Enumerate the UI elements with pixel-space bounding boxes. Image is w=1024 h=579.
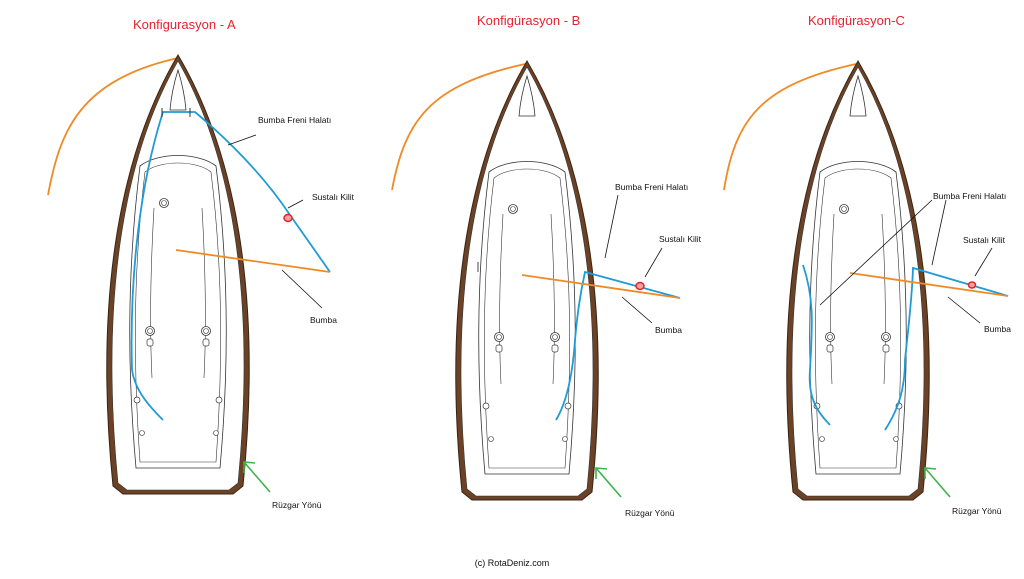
- config-a-lock-marker: [283, 213, 293, 223]
- config-c-wind-arrow: [924, 467, 951, 498]
- config-b-lock-marker: [635, 281, 645, 291]
- config-c-preventer-right: [884, 266, 1009, 431]
- config-a-sheet-line: [47, 57, 179, 196]
- config-c-lock-label: Sustalı Kilit: [963, 235, 1006, 245]
- config-c-boom-line: [849, 272, 1009, 297]
- config-b-diagram: [391, 60, 681, 501]
- config-b-lock-label: Sustalı Kilit: [659, 234, 702, 244]
- config-a-wind-label: Rüzgar Yönü: [272, 500, 322, 510]
- config-a-diagram: [47, 54, 331, 495]
- config-a-boom-label: Bumba: [310, 315, 337, 325]
- config-b-boat: [455, 60, 599, 501]
- config-c-lock-marker: [967, 281, 977, 289]
- config-c-boom-label: Bumba: [984, 324, 1011, 334]
- config-a-lock-label: Sustalı Kilit: [312, 192, 355, 202]
- config-c-preventer-label: Bumba Freni Halatı: [933, 191, 1007, 201]
- config-b-sheet-line: [391, 63, 526, 191]
- config-c-diagram: [723, 60, 1009, 501]
- config-a-preventer-line: [130, 111, 331, 421]
- config-a-boat: [106, 54, 250, 495]
- config-b-wind-arrow: [595, 467, 622, 498]
- config-a-wind-arrow: [243, 461, 271, 493]
- config-b-preventer-line: [555, 270, 681, 421]
- config-b-wind-label: Rüzgar Yönü: [625, 508, 675, 518]
- config-b-boom-line: [521, 274, 681, 299]
- config-c-preventer-left: [802, 264, 831, 426]
- config-b-title: Konfigürasyon - B: [477, 13, 581, 28]
- config-b-boom-label: Bumba: [655, 325, 682, 335]
- config-a-boom-line: [175, 249, 331, 273]
- config-c-title: Konfigürasyon-C: [808, 13, 905, 28]
- config-b-preventer-label: Bumba Freni Halatı: [615, 182, 689, 192]
- config-a-preventer-label: Bumba Freni Halatı: [258, 115, 332, 125]
- config-c-sheet-line: [723, 63, 857, 191]
- config-c-wind-label: Rüzgar Yönü: [952, 506, 1002, 516]
- config-a-title: Konfigurasyon - A: [133, 17, 236, 32]
- credit-text: (c) RotaDeniz.com: [474, 558, 550, 568]
